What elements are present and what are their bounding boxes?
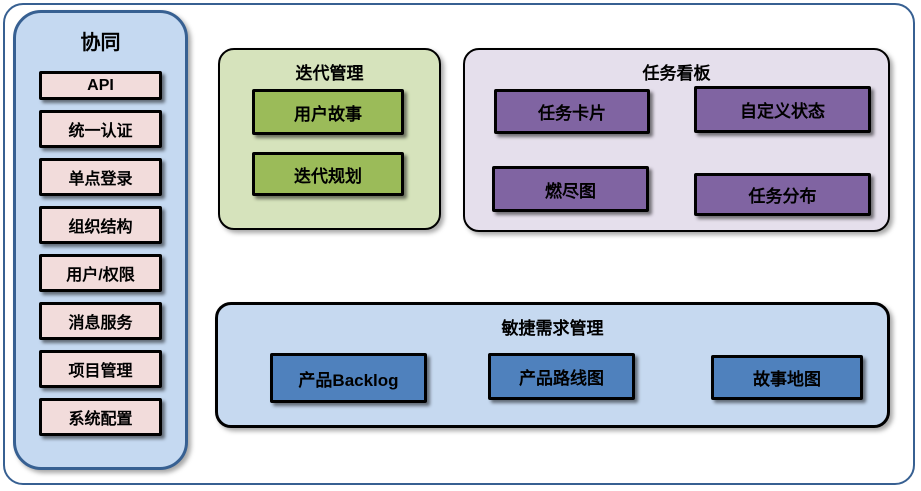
sidebar-item-unified-auth: 统一认证 [39, 110, 162, 148]
sidebar-item-single-sign-on: 单点登录 [39, 158, 162, 196]
group-task-board: 任务看板 任务卡片 自定义状态 燃尽图 任务分布 [463, 48, 890, 232]
item-task-distribution: 任务分布 [694, 173, 871, 216]
item-product-roadmap: 产品路线图 [488, 353, 635, 400]
sidebar-collaboration: 协同 API 统一认证 单点登录 组织结构 用户/权限 消息服务 项目管理 系统… [13, 10, 188, 470]
sidebar-item-org-structure: 组织结构 [39, 206, 162, 244]
group-agile-requirements-title: 敏捷需求管理 [501, 319, 604, 338]
item-user-story: 用户故事 [252, 89, 404, 135]
sidebar-item-system-config: 系统配置 [39, 398, 162, 436]
sidebar-items: API 统一认证 单点登录 组织结构 用户/权限 消息服务 项目管理 系统配置 [16, 71, 185, 436]
sidebar-title: 协同 [80, 32, 121, 54]
item-story-map: 故事地图 [711, 355, 863, 400]
item-burndown-chart: 燃尽图 [492, 166, 649, 212]
item-iteration-planning: 迭代规划 [252, 152, 404, 196]
item-task-card: 任务卡片 [494, 89, 650, 134]
group-agile-requirements: 敏捷需求管理 产品Backlog 产品路线图 故事地图 [215, 302, 890, 428]
sidebar-item-user-permissions: 用户/权限 [39, 254, 162, 292]
item-product-backlog: 产品Backlog [270, 353, 427, 403]
sidebar-item-project-management: 项目管理 [39, 350, 162, 388]
sidebar-item-api: API [39, 71, 162, 100]
sidebar-item-message-service: 消息服务 [39, 302, 162, 340]
group-iteration-management: 迭代管理 用户故事 迭代规划 [218, 48, 441, 230]
item-custom-status: 自定义状态 [694, 86, 871, 133]
group-task-board-title: 任务看板 [642, 64, 711, 83]
group-iteration-title: 迭代管理 [295, 64, 364, 83]
outer-frame [3, 3, 915, 485]
